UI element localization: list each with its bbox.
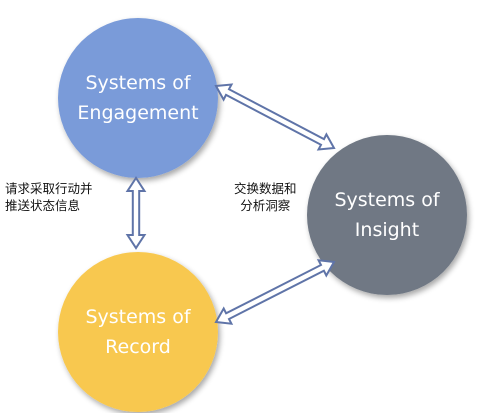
record-label-line2: Record bbox=[105, 336, 171, 358]
engagement-insight-edge-label-line1: 交换数据和 bbox=[234, 181, 297, 196]
double-arrow-shape bbox=[214, 83, 336, 151]
engagement-label-line2: Engagement bbox=[77, 102, 199, 124]
double-arrow-shape bbox=[214, 259, 336, 325]
record-label: Systems of Record bbox=[58, 302, 218, 362]
engagement-circle bbox=[58, 18, 218, 178]
insight-label: Systems of Insight bbox=[307, 185, 467, 245]
record-label-line1: Systems of bbox=[85, 306, 191, 328]
record-circle bbox=[58, 252, 218, 412]
engagement-record-edge-label-line2: 推送状态信息 bbox=[5, 198, 81, 213]
engagement-label: Systems of Engagement bbox=[58, 68, 218, 128]
engagement-record-edge-label: 请求采取行动并 推送状态信息 bbox=[5, 180, 93, 214]
double-arrow-shape bbox=[125, 176, 147, 250]
arrow-record-insight bbox=[214, 259, 336, 325]
engagement-insight-edge-label-line2: 分析洞察 bbox=[240, 198, 291, 213]
insight-label-line1: Systems of bbox=[334, 189, 440, 211]
insight-circle bbox=[307, 135, 467, 295]
engagement-insight-edge-label: 交换数据和 分析洞察 bbox=[234, 180, 297, 214]
engagement-label-line1: Systems of bbox=[85, 72, 191, 94]
arrow-engagement-record bbox=[125, 176, 147, 250]
arrow-engagement-insight bbox=[214, 83, 336, 151]
engagement-record-edge-label-line1: 请求采取行动并 bbox=[5, 181, 93, 196]
insight-label-line2: Insight bbox=[354, 219, 420, 241]
